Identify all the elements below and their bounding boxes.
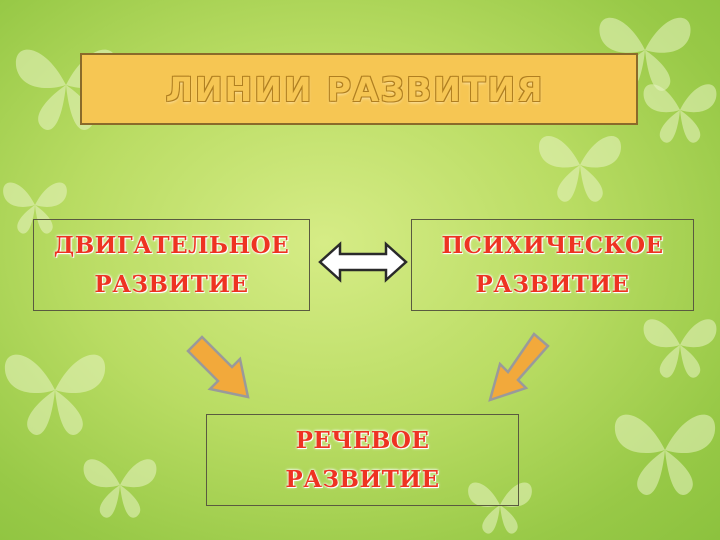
butterfly-icon <box>4 354 106 435</box>
butterfly-icon <box>643 319 717 378</box>
butterfly-icon <box>83 459 157 518</box>
node-label-line2: РАЗВИТИЕ <box>94 271 249 298</box>
title-banner: ЛИНИИ РАЗВИТИЯ <box>80 53 638 125</box>
arrow-motor-to-speech <box>186 335 250 399</box>
node-label-line2: РАЗВИТИЕ <box>285 466 440 493</box>
node-label-line1: ПСИХИЧЕСКОЕ <box>441 232 664 259</box>
node-label-line1: РЕЧЕВОЕ <box>295 427 430 454</box>
butterfly-icon <box>539 136 621 202</box>
butterfly-icon <box>3 182 67 234</box>
node-motor-development: ДВИГАТЕЛЬНОЕ РАЗВИТИЕ <box>33 219 310 311</box>
butterfly-icon <box>614 414 716 495</box>
node-label-line2: РАЗВИТИЕ <box>475 271 630 298</box>
arrow-mental-to-speech <box>488 332 550 402</box>
butterfly-icon <box>468 482 532 534</box>
node-label-line1: ДВИГАТЕЛЬНОЕ <box>53 232 290 259</box>
slide-title: ЛИНИИ РАЗВИТИЯ <box>165 69 545 109</box>
node-mental-development: ПСИХИЧЕСКОЕ РАЗВИТИЕ <box>411 219 694 311</box>
double-arrow-connector <box>318 241 408 283</box>
butterfly-icon <box>643 84 717 143</box>
node-speech-development: РЕЧЕВОЕ РАЗВИТИЕ <box>206 414 519 506</box>
